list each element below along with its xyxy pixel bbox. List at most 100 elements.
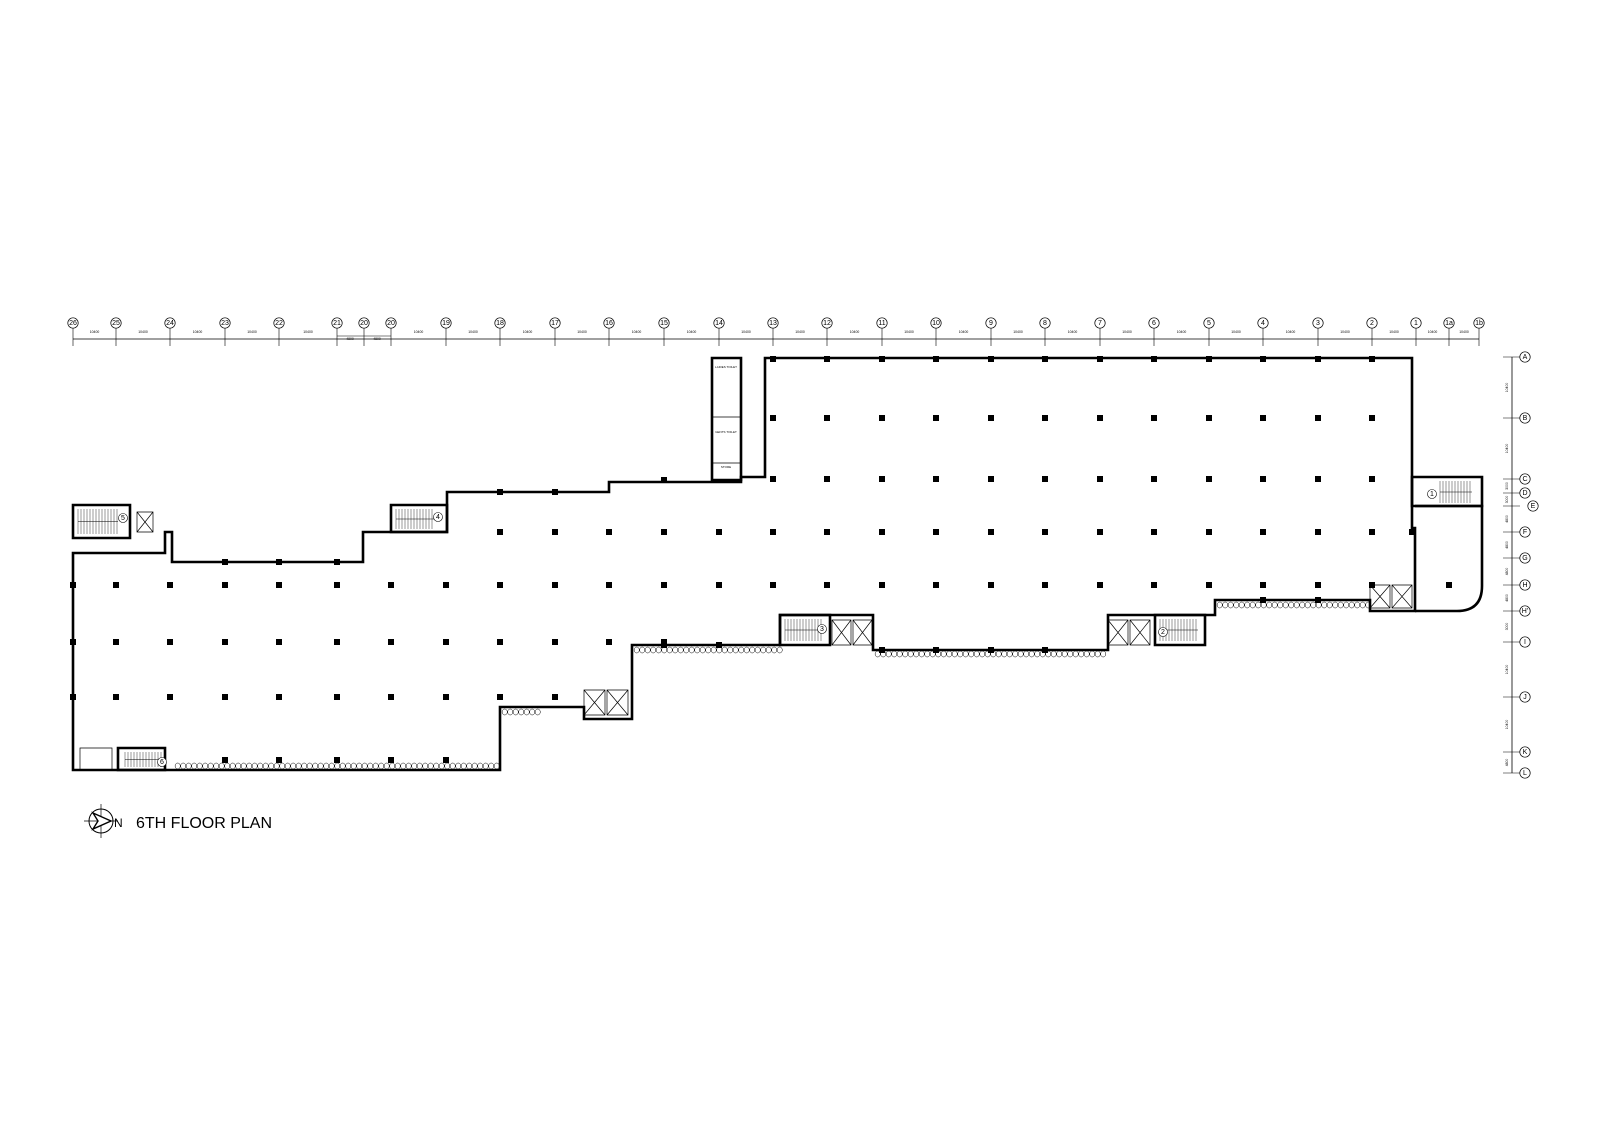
hedge-shrub <box>672 646 679 654</box>
hedge-shrub <box>455 762 462 770</box>
hedge-shrub <box>383 762 390 770</box>
structural-column <box>1042 529 1048 535</box>
elevator <box>1129 619 1151 646</box>
structural-column <box>1151 529 1157 535</box>
structural-column <box>1206 476 1212 482</box>
hedge-shrub <box>394 762 401 770</box>
hedge-shrub <box>1238 601 1245 609</box>
hedge-shrub <box>1216 601 1223 609</box>
hedge-shrub <box>529 708 536 716</box>
structural-column <box>167 582 173 588</box>
grid-bubble <box>930 317 942 329</box>
hedge-shrub <box>328 762 335 770</box>
grid-bubble <box>1257 317 1269 329</box>
structural-column <box>1042 415 1048 421</box>
grid-bubble <box>110 317 122 329</box>
hedge-shrub <box>207 762 214 770</box>
grid-label: 20 <box>360 320 368 327</box>
grid-label: 19 <box>442 320 450 327</box>
grid-bubble <box>273 317 285 329</box>
structural-column <box>1369 356 1375 362</box>
dimension-label: 10400 <box>1286 330 1296 334</box>
grid-bubble <box>1148 317 1160 329</box>
hedge-shrub <box>705 646 712 654</box>
elevator <box>583 689 606 716</box>
stair-2-wall <box>1153 613 1207 647</box>
hedge-shrub <box>1056 650 1063 658</box>
hedge-shrub <box>1271 601 1278 609</box>
hedge-shrub <box>907 650 914 658</box>
hedge-shrub <box>512 708 519 716</box>
structural-column <box>606 582 612 588</box>
hedge-shrub <box>180 762 187 770</box>
room-label-gents-toilet: GENTS TOILET <box>715 430 737 434</box>
dimension-label: 10400 <box>1340 330 1350 334</box>
hedge-shrub <box>694 646 701 654</box>
sub-dimension-label: 4800 <box>373 337 381 341</box>
curved-extension-wall <box>1415 504 1484 613</box>
structural-column <box>1206 415 1212 421</box>
structural-column <box>933 647 939 653</box>
grid-label: D <box>1522 490 1527 497</box>
structural-column <box>1206 356 1212 362</box>
structural-column <box>879 529 885 535</box>
structural-column <box>222 559 228 565</box>
hedge-shrub <box>279 762 286 770</box>
dimension-label: 10400 <box>577 330 587 334</box>
grid-bubble <box>1519 351 1531 363</box>
structural-column <box>933 415 939 421</box>
grid-bubble <box>1203 317 1215 329</box>
grid-label: 18 <box>496 320 504 327</box>
structural-column <box>1260 597 1266 603</box>
grid-label: 22 <box>275 320 283 327</box>
dimension-label: 10400 <box>741 330 751 334</box>
structural-column <box>334 559 340 565</box>
grid-label: 1 <box>1414 320 1418 327</box>
grid-bubble <box>67 317 79 329</box>
hedge-shrub <box>1277 601 1284 609</box>
structural-column <box>497 529 503 535</box>
dimension-label: 4800 <box>1505 541 1509 549</box>
hedge-shrub <box>1304 601 1311 609</box>
hedge-shrub <box>1249 601 1256 609</box>
hedge-shrub <box>1365 601 1372 609</box>
hedge-shrub <box>251 762 258 770</box>
hedge-shrub <box>995 650 1002 658</box>
hedge-shrub <box>940 650 947 658</box>
stair-4-wall <box>389 503 449 534</box>
structural-column <box>113 639 119 645</box>
hedge-shrub <box>655 646 662 654</box>
grid-bubble <box>1527 500 1539 512</box>
hedge-shrub <box>507 708 514 716</box>
structural-column <box>879 476 885 482</box>
grid-label: 26 <box>69 320 77 327</box>
stair-number-bubble <box>118 513 128 523</box>
dimension-label: 10400 <box>795 330 805 334</box>
hedge-shrub <box>262 762 269 770</box>
hedge-shrub <box>727 646 734 654</box>
hedge-shrub <box>229 762 236 770</box>
hedge-shrub <box>1034 650 1041 658</box>
grid-label: 15 <box>660 320 668 327</box>
hedge-shrub <box>946 650 953 658</box>
structural-column <box>1315 476 1321 482</box>
dimension-label: 10400 <box>1505 383 1509 393</box>
stair-number-label: 6 <box>160 759 164 766</box>
structural-column <box>1260 476 1266 482</box>
hedge-shrub <box>776 646 783 654</box>
structural-column <box>167 639 173 645</box>
structural-column <box>388 582 394 588</box>
grid-label: J <box>1523 694 1527 701</box>
hedge-shrub <box>1326 601 1333 609</box>
elevator <box>136 511 154 533</box>
grid-label: 9 <box>989 320 993 327</box>
grid-bubble <box>1519 605 1531 617</box>
landscape-planting <box>174 601 1372 770</box>
dimension-label: 3000 <box>1505 496 1509 504</box>
structural-column <box>933 529 939 535</box>
grid-bubble <box>713 317 725 329</box>
structural-column <box>1369 529 1375 535</box>
grid-bubble <box>1519 552 1531 564</box>
structural-column <box>552 489 558 495</box>
dimension-label: 10400 <box>468 330 478 334</box>
